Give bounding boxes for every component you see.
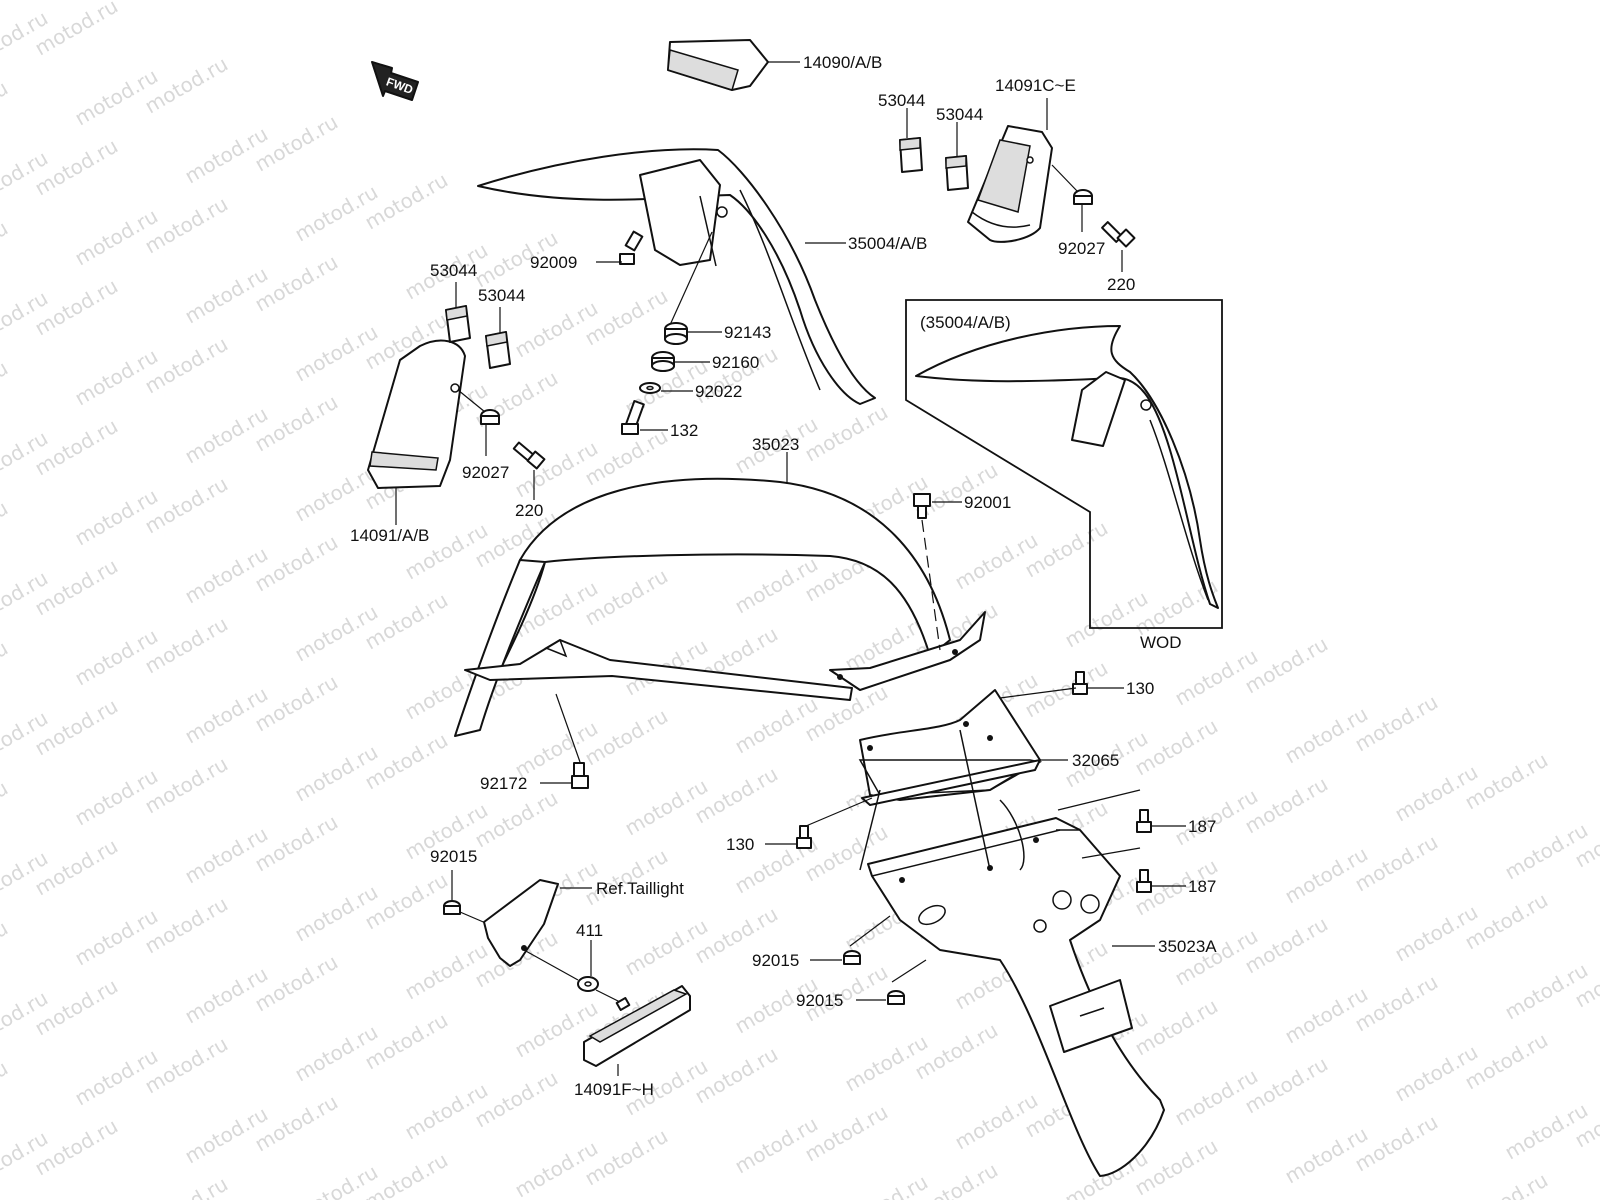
bolt-132[interactable] <box>621 400 645 435</box>
screw-220-right[interactable] <box>1101 221 1136 248</box>
watermark-text: motod.ru <box>0 1056 12 1123</box>
label-130-upper: 130 <box>1126 679 1154 698</box>
bolt-92172[interactable] <box>571 762 589 789</box>
bolt-187-upper[interactable] <box>1136 809 1152 833</box>
label-92027-right: 92027 <box>1058 239 1105 258</box>
washer-92022[interactable] <box>639 382 661 394</box>
bolt-92009[interactable] <box>619 230 644 265</box>
bolt-187-lower[interactable] <box>1136 869 1152 893</box>
screw-220-left[interactable] <box>512 441 546 470</box>
label-92172: 92172 <box>480 774 527 793</box>
label-35023a: 35023A <box>1158 937 1217 956</box>
watermark-text: motod.ru <box>0 76 12 143</box>
label-92015-left: 92015 <box>430 847 477 866</box>
pad-53044-d[interactable] <box>945 155 969 191</box>
part-14090[interactable] <box>667 39 769 91</box>
label-92001: 92001 <box>964 493 1011 512</box>
inner-fender-32065[interactable] <box>858 689 1043 806</box>
label-92027-left: 92027 <box>462 463 509 482</box>
inset-title: (35004/A/B) <box>920 313 1011 332</box>
watermark-text: motod.ru <box>0 356 12 423</box>
pad-53044-c[interactable] <box>899 137 923 173</box>
nut-92027-right[interactable] <box>1073 189 1093 205</box>
nut-92015-low[interactable] <box>887 990 905 1005</box>
nut-92027-left[interactable] <box>480 409 500 425</box>
label-411: 411 <box>576 921 603 940</box>
label-92143: 92143 <box>724 323 771 342</box>
label-220-right: 220 <box>1107 275 1135 294</box>
bolt-130-upper[interactable] <box>1072 671 1088 695</box>
cover-14091c-e[interactable] <box>967 125 1053 243</box>
reflector-14091f-h[interactable] <box>583 985 691 1067</box>
grommet-92143[interactable] <box>664 322 688 345</box>
bolt-130-lower[interactable] <box>796 825 812 849</box>
rear-mudguard-35023a[interactable] <box>859 729 1165 1177</box>
nut-92015-left[interactable] <box>443 900 461 915</box>
rear-fender-35023[interactable] <box>454 477 986 737</box>
label-ref-taillight: Ref.Taillight <box>596 879 684 898</box>
label-132: 132 <box>670 421 698 440</box>
label-14090: 14090/A/B <box>803 53 882 72</box>
label-14091f-h: 14091F~H <box>574 1080 654 1099</box>
label-14091c-e: 14091C~E <box>995 76 1076 95</box>
front-fender-35004[interactable] <box>477 148 876 405</box>
label-187-lower: 187 <box>1188 877 1216 896</box>
label-53044-d: 53044 <box>936 105 983 124</box>
label-53044-b: 53044 <box>478 286 525 305</box>
label-92022: 92022 <box>695 382 742 401</box>
fwd-arrow-icon: FWD <box>371 61 419 101</box>
watermark-text: motod.ru <box>0 216 12 283</box>
cover-14091-a-b[interactable] <box>367 339 466 489</box>
label-220-left: 220 <box>515 501 543 520</box>
washer-411[interactable] <box>577 976 599 992</box>
label-92009: 92009 <box>530 253 577 272</box>
label-92160: 92160 <box>712 353 759 372</box>
bolt-92001[interactable] <box>913 493 931 519</box>
pad-53044-a[interactable] <box>445 305 471 343</box>
pad-53044-b[interactable] <box>485 331 511 369</box>
label-92015-low: 92015 <box>796 991 843 1010</box>
watermark-text: motod.ru <box>0 776 12 843</box>
label-35023: 35023 <box>752 435 799 454</box>
nut-92015-mid[interactable] <box>843 950 861 965</box>
watermark-text: motod.ru <box>1461 1168 1552 1200</box>
label-35004: 35004/A/B <box>848 234 927 253</box>
inset-caption: WOD <box>1140 633 1182 652</box>
damper-92160[interactable] <box>651 351 675 372</box>
label-14091-a-b: 14091/A/B <box>350 526 429 545</box>
watermark-text: motod.ru <box>141 1172 232 1200</box>
watermark-text: motod.ru <box>0 496 12 563</box>
watermark-text: motod.ru <box>0 916 12 983</box>
label-53044-c: 53044 <box>878 91 925 110</box>
label-187-upper: 187 <box>1188 817 1216 836</box>
label-53044-a: 53044 <box>430 261 477 280</box>
taillight-bracket[interactable] <box>483 879 559 967</box>
inset-box-wod: (35004/A/B) WOD <box>905 299 1223 652</box>
label-130-lower: 130 <box>726 835 754 854</box>
watermark-text: motod.ru <box>0 636 12 703</box>
label-92015-mid: 92015 <box>752 951 799 970</box>
watermark-text: motod.ru <box>841 1170 932 1200</box>
label-32065: 32065 <box>1072 751 1119 770</box>
watermark-text: motod.ru <box>0 0 12 2</box>
